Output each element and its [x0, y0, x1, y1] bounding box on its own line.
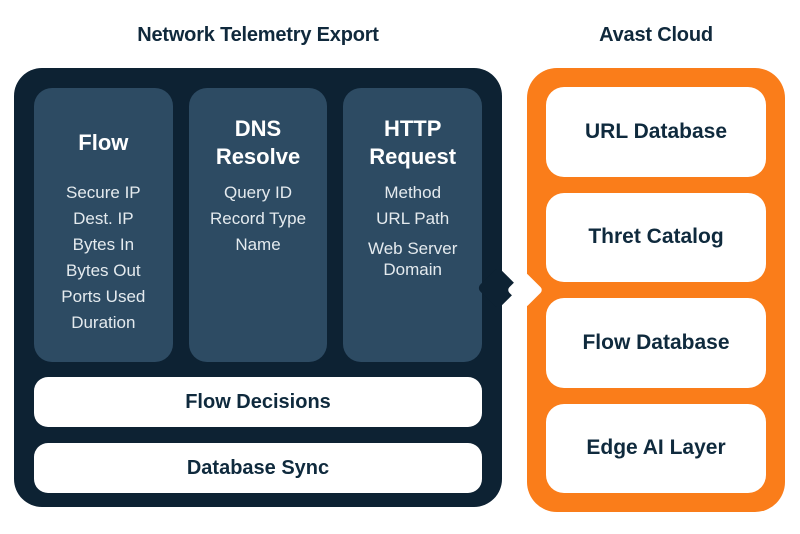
- column-dns-resolve: DNS Resolve Query ID Record Type Name: [188, 88, 328, 362]
- column-dns-resolve-items: Query ID Record Type Name: [199, 180, 318, 258]
- column-flow-items: Secure IP Dest. IP Bytes In Bytes Out Po…: [44, 180, 163, 336]
- http-item: Method: [384, 183, 442, 202]
- column-dns-resolve-header: DNS Resolve: [215, 116, 301, 169]
- flow-item: Secure IP: [66, 183, 141, 202]
- flow-item: Dest. IP: [73, 209, 134, 228]
- column-flow: Flow Secure IP Dest. IP Bytes In Bytes O…: [34, 88, 173, 362]
- flow-decisions-label: Flow Decisions: [185, 390, 331, 413]
- column-http-request: HTTP Request Method URL Path Web Server …: [343, 88, 483, 362]
- http-item: Web Server Domain: [367, 239, 458, 279]
- telemetry-panel: Flow Secure IP Dest. IP Bytes In Bytes O…: [14, 68, 520, 507]
- dns-item: Record Type: [209, 209, 307, 228]
- column-http-request-header: HTTP Request: [369, 116, 457, 169]
- column-http-request-items: Method URL Path Web Server Domain: [353, 180, 472, 280]
- flow-item: Bytes Out: [66, 261, 141, 280]
- flow-database-box: Flow Database: [546, 298, 766, 388]
- url-database-box: URL Database: [546, 87, 766, 177]
- flow-item: Ports Used: [61, 287, 146, 306]
- cloud-panel: URL Database Thret Catalog Flow Database…: [506, 68, 785, 512]
- flow-item: Duration: [71, 313, 136, 332]
- flow-database-label: Flow Database: [582, 330, 730, 354]
- cloud-panel-title: Avast Cloud: [599, 24, 713, 46]
- telemetry-panel-title: Network Telemetry Export: [137, 24, 379, 46]
- dns-item: Query ID: [223, 183, 293, 202]
- thret-catalog-box: Thret Catalog: [546, 192, 766, 282]
- edge-ai-layer-label: Edge AI Layer: [586, 436, 726, 460]
- column-flow-header: Flow: [78, 130, 129, 155]
- connector-notch-icon: [506, 271, 544, 309]
- database-sync-label: Database Sync: [186, 456, 330, 479]
- flow-decisions-bar: Flow Decisions: [34, 377, 482, 427]
- url-database-label: URL Database: [585, 119, 727, 143]
- thret-catalog-label: Thret Catalog: [588, 225, 724, 249]
- dns-item: Name: [235, 235, 281, 254]
- database-sync-bar: Database Sync: [34, 443, 482, 493]
- edge-ai-layer-box: Edge AI Layer: [546, 403, 766, 493]
- http-item: URL Path: [376, 209, 450, 228]
- flow-item: Bytes In: [72, 235, 135, 254]
- telemetry-columns: Flow Secure IP Dest. IP Bytes In Bytes O…: [34, 88, 483, 362]
